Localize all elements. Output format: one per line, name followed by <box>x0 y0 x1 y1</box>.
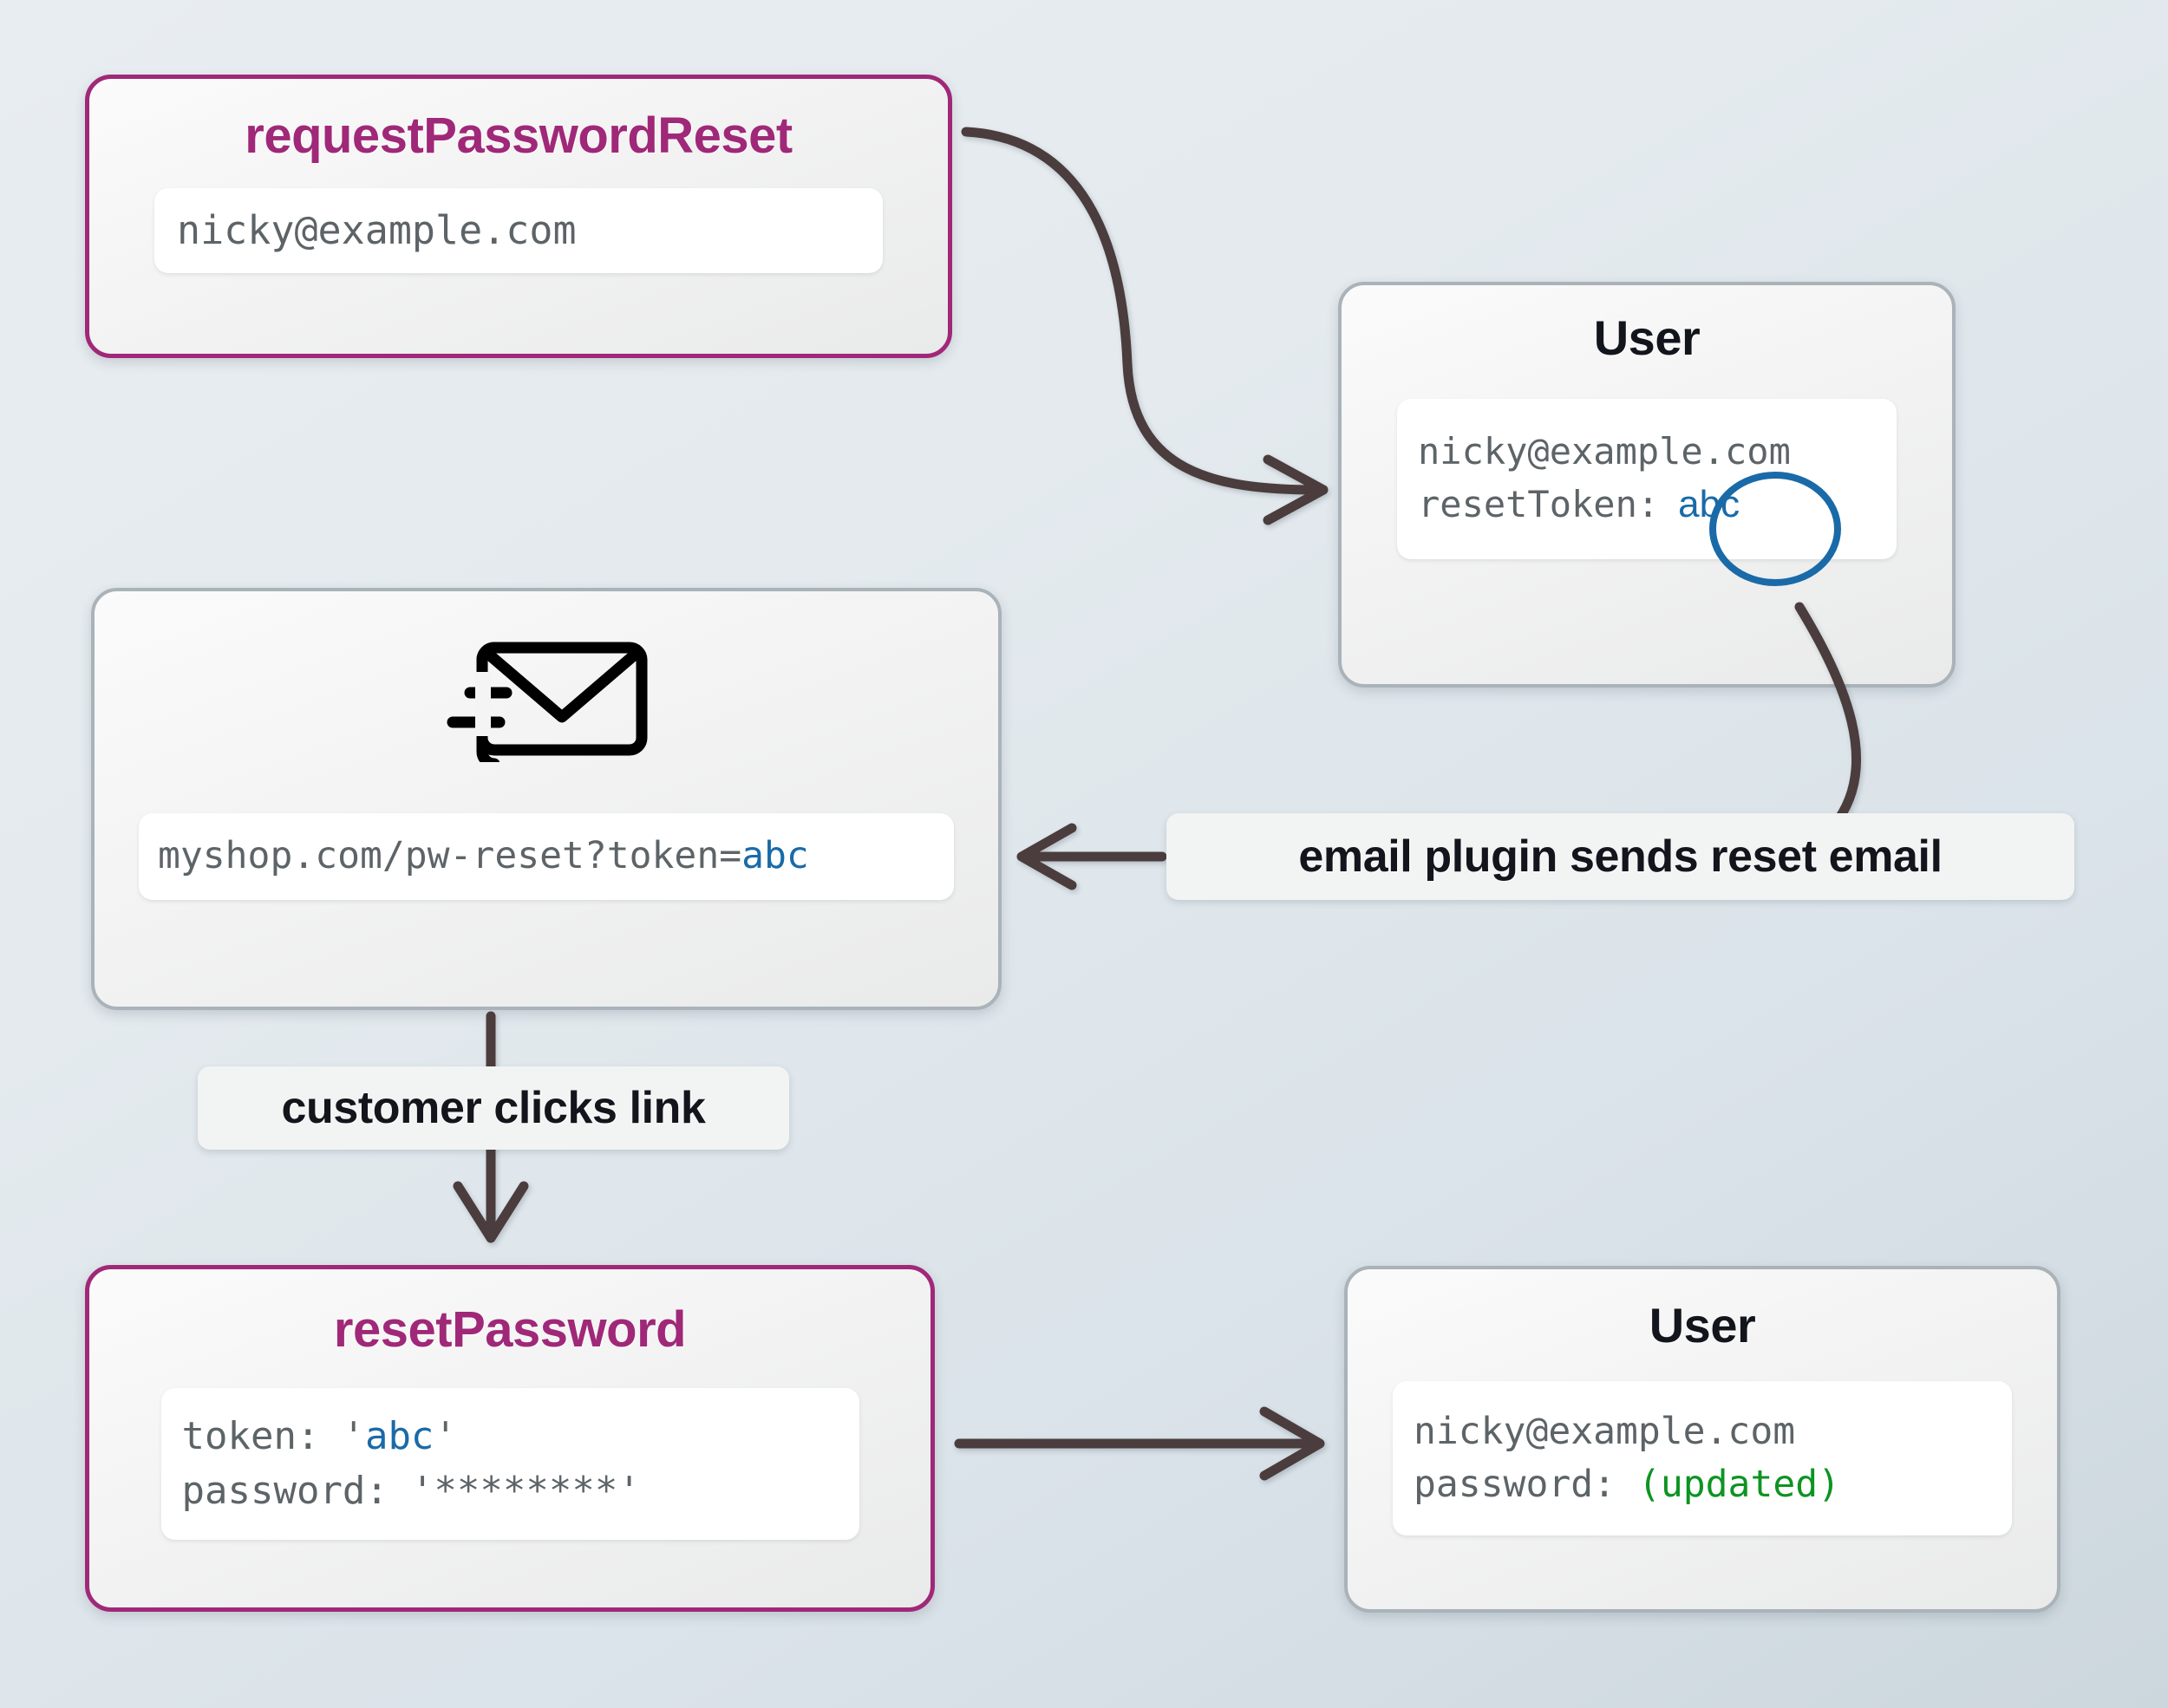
user-top-fields: nicky@example.com resetToken: abc <box>1397 399 1897 559</box>
node-email-message[interactable]: myshop.com/pw-reset?token=abc <box>91 588 1002 1010</box>
token-quote-open: ' <box>342 1414 365 1459</box>
edge-request-to-user <box>961 127 1329 525</box>
node-request-password-reset[interactable]: requestPasswordReset nicky@example.com <box>85 75 952 358</box>
reset-token-label: resetToken: <box>1418 483 1660 526</box>
field-line-email: nicky@example.com <box>1414 1409 1796 1453</box>
node-reset-password[interactable]: resetPassword token: 'abc' password: '****… <box>85 1265 935 1612</box>
email-link-field[interactable]: myshop.com/pw-reset?token=abc <box>139 813 954 900</box>
password-status: (updated) <box>1638 1463 1840 1506</box>
field-line-email: nicky@example.com <box>1418 430 1791 473</box>
edge-plugin-to-email <box>1016 823 1167 890</box>
field-line-password: password: (updated) <box>1414 1458 2012 1511</box>
field-line-password: password: '********' <box>182 1464 859 1518</box>
envelope-send-icon <box>434 628 659 766</box>
node-title: User <box>1649 1298 1756 1353</box>
field-line-token: token: 'abc' <box>182 1410 859 1464</box>
edge-label-email-plugin: email plugin sends reset email <box>1166 813 2074 900</box>
password-label: password: <box>181 1468 389 1513</box>
field-line-reset-url: myshop.com/pw-reset?token=abc <box>158 830 954 883</box>
node-title: User <box>1593 310 1701 365</box>
edge-label-customer-clicks: customer clicks link <box>198 1066 789 1150</box>
reset-url-token: abc <box>741 834 809 878</box>
node-user-top[interactable]: User nicky@example.com resetToken: abc <box>1338 282 1956 688</box>
node-title: resetPassword <box>333 1301 687 1358</box>
reset-url-prefix: myshop.com/pw-reset?token= <box>158 834 742 878</box>
field-line-email: nicky@example.com <box>177 207 577 254</box>
edge-reset-to-user <box>954 1406 1325 1481</box>
password-value: '********' <box>410 1468 641 1513</box>
request-email-field[interactable]: nicky@example.com <box>154 188 883 273</box>
user-bottom-fields: nicky@example.com password: (updated) <box>1393 1381 2012 1535</box>
token-label: token: <box>181 1414 320 1459</box>
token-quote-close: ' <box>434 1414 457 1459</box>
node-title: requestPasswordReset <box>245 108 793 164</box>
reset-token-value: abc <box>1678 483 1740 526</box>
node-user-bottom[interactable]: User nicky@example.com password: (updated… <box>1344 1266 2060 1613</box>
token-value: abc <box>364 1414 434 1459</box>
reset-password-fields: token: 'abc' password: '********' <box>160 1388 859 1540</box>
password-label: password: <box>1414 1463 1616 1506</box>
field-line-reset-token: resetToken: abc <box>1418 478 1897 531</box>
